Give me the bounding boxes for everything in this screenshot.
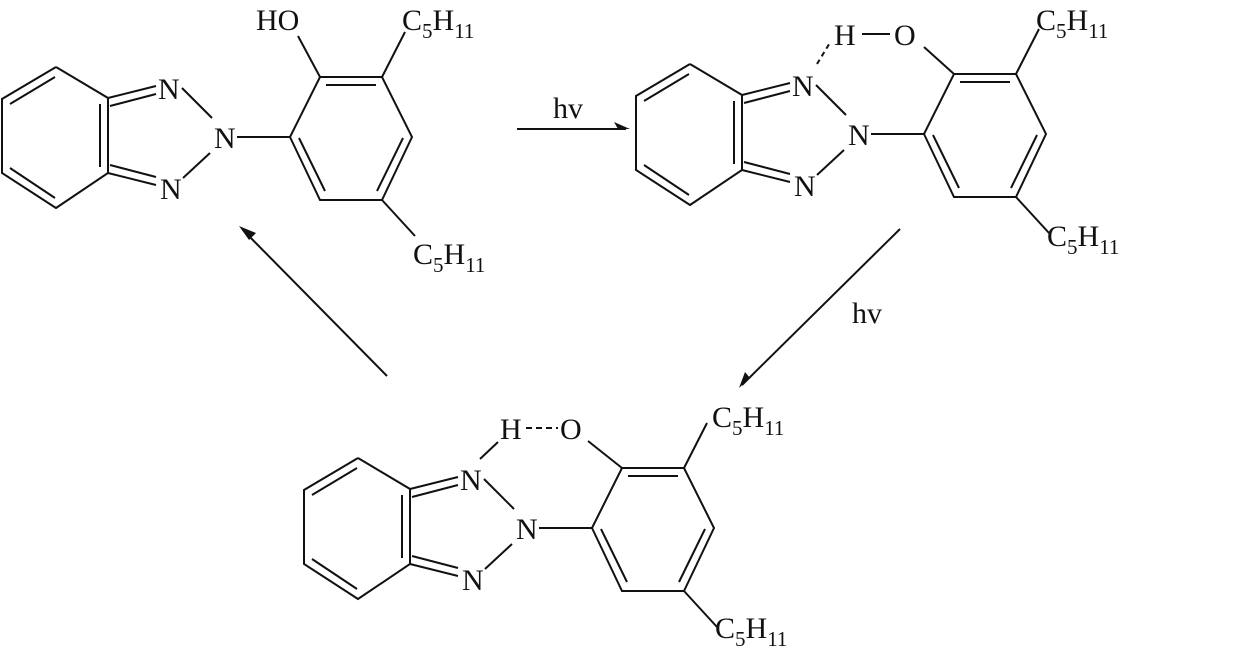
oxygen-label: O <box>560 413 582 446</box>
arrow-top: hv <box>517 92 630 130</box>
hydrogen-label: H <box>834 19 856 52</box>
n-bottom-label: N <box>794 170 816 203</box>
n-bottom-label: N <box>462 564 484 597</box>
alkyl-bottom-label: C5H11 <box>1047 220 1119 259</box>
arrow-right: hv <box>739 228 901 388</box>
molecule-excited-form: H O N N N C5H11 C5H11 <box>635 4 1119 259</box>
alkyl-top-label: C5H11 <box>402 4 474 43</box>
arrow-right-label: hv <box>852 297 882 330</box>
n-top-label: N <box>158 73 180 106</box>
molecule-keto-form: H O N N N C5H11 C5H11 <box>303 401 787 648</box>
arrowhead-icon <box>239 226 256 240</box>
n-top-label: N <box>792 70 814 103</box>
oxygen-label: O <box>894 19 916 52</box>
n-bottom-label: N <box>160 173 182 206</box>
n-mid-label: N <box>214 122 236 155</box>
molecule-phenol-form: HO N N N C5H11 C5H11 <box>1 4 485 277</box>
arrowhead-icon <box>739 372 750 388</box>
n-top-label: N <box>460 464 482 497</box>
arrow-left <box>239 226 388 377</box>
arrow-top-label: hv <box>553 92 583 125</box>
hydrogen-label: H <box>500 413 522 446</box>
arrowhead-icon <box>614 122 630 129</box>
alkyl-bottom-label: C5H11 <box>413 238 485 277</box>
alkyl-bottom-label: C5H11 <box>715 612 787 648</box>
hydroxyl-label: HO <box>256 4 299 37</box>
n-mid-label: N <box>516 513 538 546</box>
alkyl-top-label: C5H11 <box>712 401 784 440</box>
alkyl-top-label: C5H11 <box>1036 4 1108 43</box>
n-mid-label: N <box>848 119 870 152</box>
